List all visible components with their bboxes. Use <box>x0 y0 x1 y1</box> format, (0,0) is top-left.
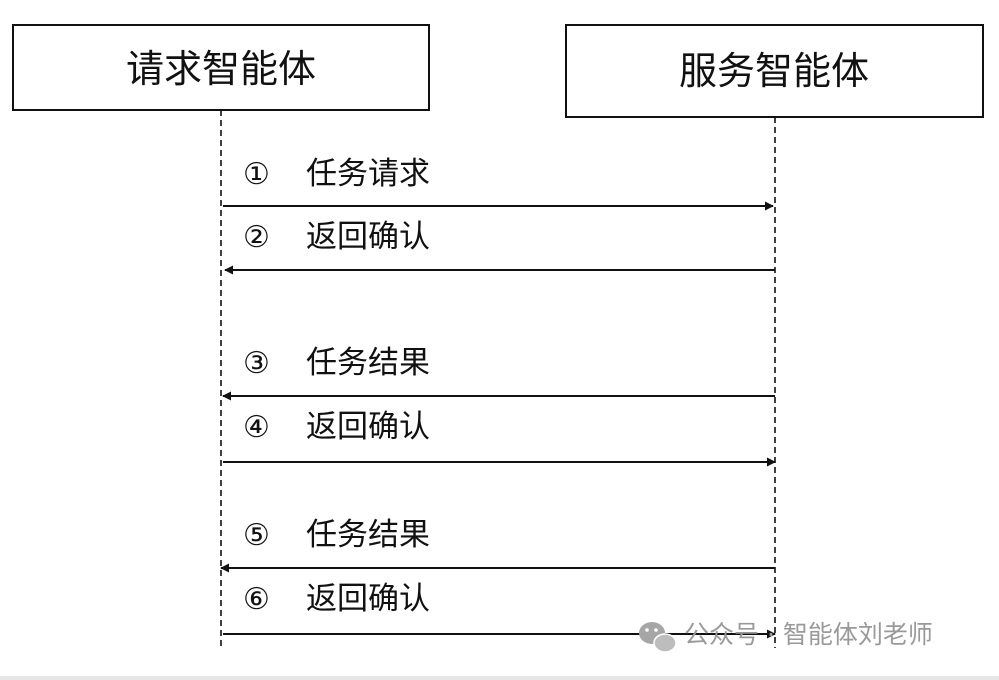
message-6-label: 返回确认 <box>306 581 430 617</box>
message-1: ① 任务请求 <box>223 156 774 211</box>
message-5-number: ⑤ <box>243 518 270 553</box>
watermark-text: 公众号 · 智能体刘老师 <box>684 620 933 649</box>
message-3: ③ 任务结果 <box>222 345 775 401</box>
message-4-number: ④ <box>243 410 270 445</box>
message-3-number: ③ <box>243 346 270 381</box>
message-2-number: ② <box>243 220 270 255</box>
watermark: 公众号 · 智能体刘老师 <box>639 620 933 653</box>
actor-requester-label: 请求智能体 <box>126 47 316 91</box>
message-3-label: 任务结果 <box>306 345 430 381</box>
message-6: ⑥ 返回确认 <box>223 581 776 639</box>
wechat-icon <box>639 622 677 653</box>
message-6-number: ⑥ <box>243 582 270 617</box>
message-5-label: 任务结果 <box>306 517 430 553</box>
bottom-divider <box>0 676 999 680</box>
actor-requester-box <box>12 24 430 111</box>
message-1-number: ① <box>243 157 270 192</box>
actor-provider-label: 服务智能体 <box>679 49 869 93</box>
actor-provider-box <box>565 24 984 118</box>
message-2-label: 返回确认 <box>306 219 430 255</box>
actor-provider: 服务智能体 <box>565 24 984 118</box>
message-4: ④ 返回确认 <box>223 409 776 467</box>
message-2: ② 返回确认 <box>224 219 775 275</box>
message-4-label: 返回确认 <box>306 409 430 445</box>
actor-requester: 请求智能体 <box>12 24 430 111</box>
message-1-label: 任务请求 <box>306 156 430 192</box>
message-5: ⑤ 任务结果 <box>220 517 775 573</box>
